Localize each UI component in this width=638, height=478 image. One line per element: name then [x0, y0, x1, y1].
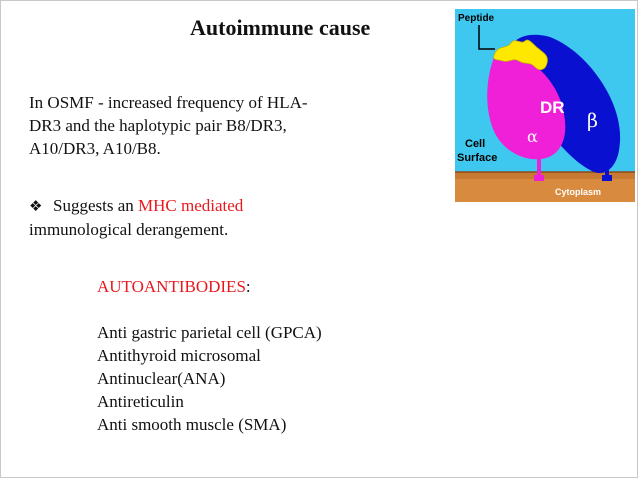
cytoplasm-band [455, 179, 635, 202]
list-item: Antinuclear(ANA) [97, 369, 226, 388]
list-item: Anti gastric parietal cell (GPCA) [97, 323, 322, 342]
autoantibodies-label: AUTOANTIBODIES [97, 277, 246, 296]
paragraph-line: In OSMF - increased frequency of HLA- [29, 93, 308, 112]
peptide-pointer [478, 25, 495, 50]
mhc-bullet: ❖ Suggests an MHC mediated immunological … [29, 194, 429, 242]
bullet-prefix: Suggests an [53, 196, 138, 215]
list-item: Antireticulin [97, 392, 184, 411]
alpha-label: α [527, 127, 538, 146]
list-item: Antithyroid microsomal [97, 346, 261, 365]
cell-label: Cell [465, 138, 485, 150]
beta-anchor [602, 175, 612, 181]
hla-dr-svg: Peptide DR β α Cell Surface Cytoplasm [455, 9, 635, 202]
beta-stem [605, 161, 609, 177]
diamond-bullet-icon: ❖ [29, 197, 43, 215]
paragraph-line: A10/DR3, A10/B8. [29, 139, 161, 158]
slide-title: Autoimmune cause [190, 15, 371, 40]
bullet-line-2: immunological derangement. [29, 220, 229, 239]
mhc-highlight: MHC mediated [138, 196, 244, 215]
surface-label: Surface [457, 152, 497, 164]
hla-paragraph: In OSMF - increased frequency of HLA- DR… [29, 91, 424, 160]
autoantibody-list: Anti gastric parietal cell (GPCA) Antith… [97, 321, 322, 436]
alpha-anchor [534, 175, 544, 181]
alpha-stem [537, 157, 541, 177]
hla-dr-diagram: Peptide DR β α Cell Surface Cytoplasm [455, 9, 635, 202]
peptide-label: Peptide [458, 13, 495, 24]
autoantibodies-heading: AUTOANTIBODIES: [97, 275, 251, 298]
beta-label: β [587, 110, 598, 132]
autoantibodies-colon: : [245, 277, 251, 296]
peptide-shape [493, 39, 548, 71]
membrane-band [455, 172, 635, 179]
cytoplasm-label: Cytoplasm [555, 187, 601, 197]
dr-label: DR [540, 98, 565, 117]
list-item: Anti smooth muscle (SMA) [97, 415, 287, 434]
alpha-chain [487, 51, 566, 160]
paragraph-line: DR3 and the haplotypic pair B8/DR3, [29, 116, 287, 135]
